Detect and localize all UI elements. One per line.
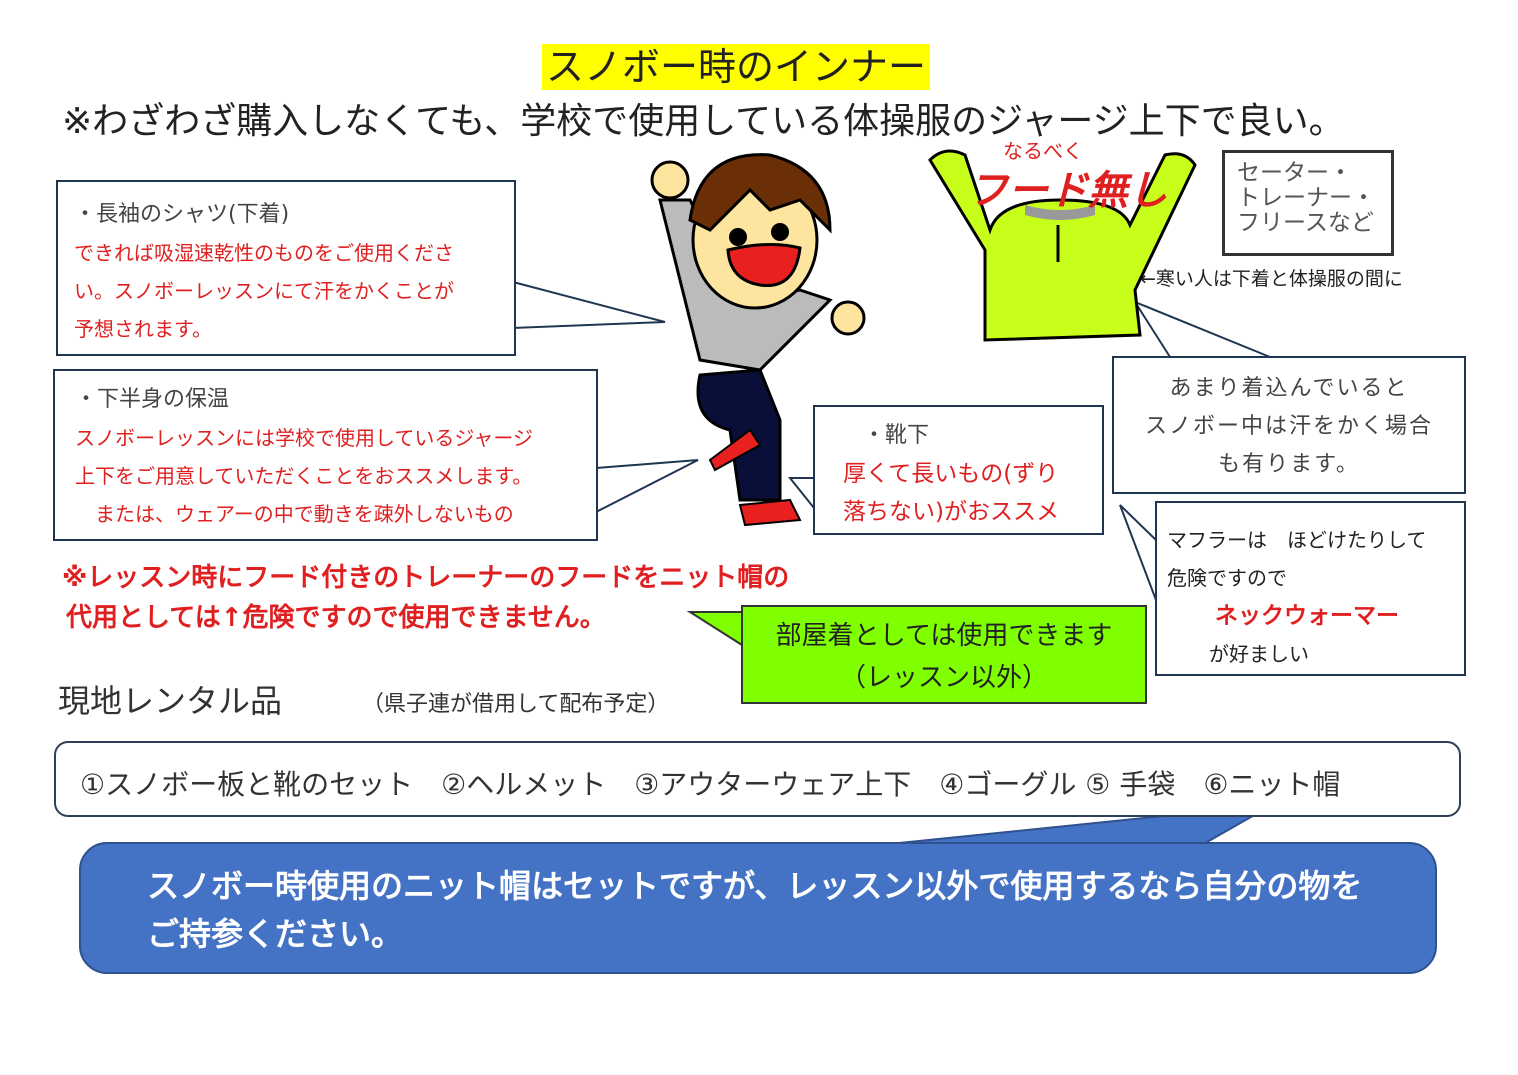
lower-heading: ・下半身の保温 bbox=[75, 387, 230, 412]
hood-warning: ※レッスン時にフード付きのトレーナーのフードをニット帽の 代用としては↑危険です… bbox=[62, 558, 789, 638]
sweater-illustration bbox=[928, 149, 1197, 342]
knit-cap-notice: スノボー時使用のニット帽はセットですが、レッスン以外で使用するなら自分の物を ご… bbox=[79, 842, 1437, 974]
notice-line: スノボー時使用のニット帽はセットですが、レッスン以外で使用するなら自分の物を bbox=[147, 867, 1363, 905]
socks-callout: ・靴下 厚くて長いもの(ずり 落ちない)がおススメ bbox=[813, 405, 1104, 535]
socks-line: 厚くて長いもの(ずり bbox=[843, 461, 1059, 487]
shirt-line: できれば吸湿速乾性のものをご使用くださ bbox=[74, 241, 454, 265]
shirt-heading: ・長袖のシャツ(下着) bbox=[74, 202, 290, 227]
page-subtitle: ※わざわざ購入しなくても、学校で使用している体操服のジャージ上下で良い。 bbox=[62, 101, 1345, 142]
rental-heading: 現地レンタル品 bbox=[58, 682, 283, 720]
warning-line: ※レッスン時にフード付きのトレーナーのフードをニット帽の bbox=[62, 563, 790, 593]
person-illustration bbox=[650, 153, 866, 527]
neck-warmer-text: ネックウォーマー bbox=[1215, 603, 1399, 629]
sweat-callout: あまり着込んでいると スノボー中は汗をかく場合 も有ります。 bbox=[1112, 356, 1466, 494]
shirt-callout: ・長袖のシャツ(下着) できれば吸湿速乾性のものをご使用くださ い。スノボーレッ… bbox=[56, 180, 516, 356]
sweater-label-line: フリースなど bbox=[1237, 210, 1374, 236]
room-wear-callout: 部屋着としては使用できます （レッスン以外） bbox=[741, 605, 1147, 704]
sweat-line: あまり着込んでいると bbox=[1169, 376, 1409, 401]
sweater-label: セーター・ トレーナー・ フリースなど bbox=[1222, 150, 1394, 256]
muffler-line: が好ましい bbox=[1209, 642, 1309, 666]
hood-small-text: なるべく bbox=[1003, 139, 1083, 163]
lower-line: スノボーレッスンには学校で使用しているジャージ bbox=[75, 426, 533, 450]
notice-line: ご持参ください。 bbox=[147, 915, 404, 953]
muffler-line: 危険ですので bbox=[1167, 566, 1287, 590]
lower-body-callout: ・下半身の保温 スノボーレッスンには学校で使用しているジャージ 上下をご用意して… bbox=[53, 369, 598, 541]
page-title: スノボー時のインナー bbox=[542, 44, 931, 90]
muffler-line: マフラーは ほどけたりして bbox=[1167, 528, 1427, 552]
socks-line: 落ちない)がおススメ bbox=[843, 499, 1059, 525]
muffler-callout: マフラーは ほどけたりして 危険ですので ネックウォーマー が好ましい bbox=[1155, 501, 1466, 676]
sweat-line: も有ります。 bbox=[1218, 452, 1360, 477]
sweat-line: スノボー中は汗をかく場合 bbox=[1144, 414, 1433, 439]
layering-note: ←寒い人は下着と体操服の間に bbox=[1140, 268, 1403, 290]
shirt-line: 予想されます。 bbox=[74, 317, 212, 341]
no-hood-text: フード無し bbox=[968, 168, 1168, 214]
sweater-label-line: セーター・ bbox=[1237, 160, 1352, 186]
rental-items: ①スノボー板と靴のセット ②ヘルメット ③アウターウェア上下 ④ゴーグル ⑤ 手… bbox=[54, 741, 1461, 817]
room-wear-line: （レッスン以外） bbox=[839, 663, 1048, 693]
lower-line: または、ウェアーの中で動きを疎外しないもの bbox=[75, 502, 514, 526]
socks-heading: ・靴下 bbox=[863, 423, 930, 448]
room-wear-line: 部屋着としては使用できます bbox=[775, 621, 1113, 651]
warning-line: 代用としては↑危険ですので使用できません。 bbox=[66, 603, 606, 633]
sweater-label-line: トレーナー・ bbox=[1237, 185, 1375, 211]
lower-line: 上下をご用意していただくことをおススメします。 bbox=[75, 464, 533, 488]
rental-note: （県子連が借用して配布予定） bbox=[362, 692, 670, 717]
shirt-line: い。スノボーレッスンにて汗をかくことが bbox=[74, 279, 454, 303]
